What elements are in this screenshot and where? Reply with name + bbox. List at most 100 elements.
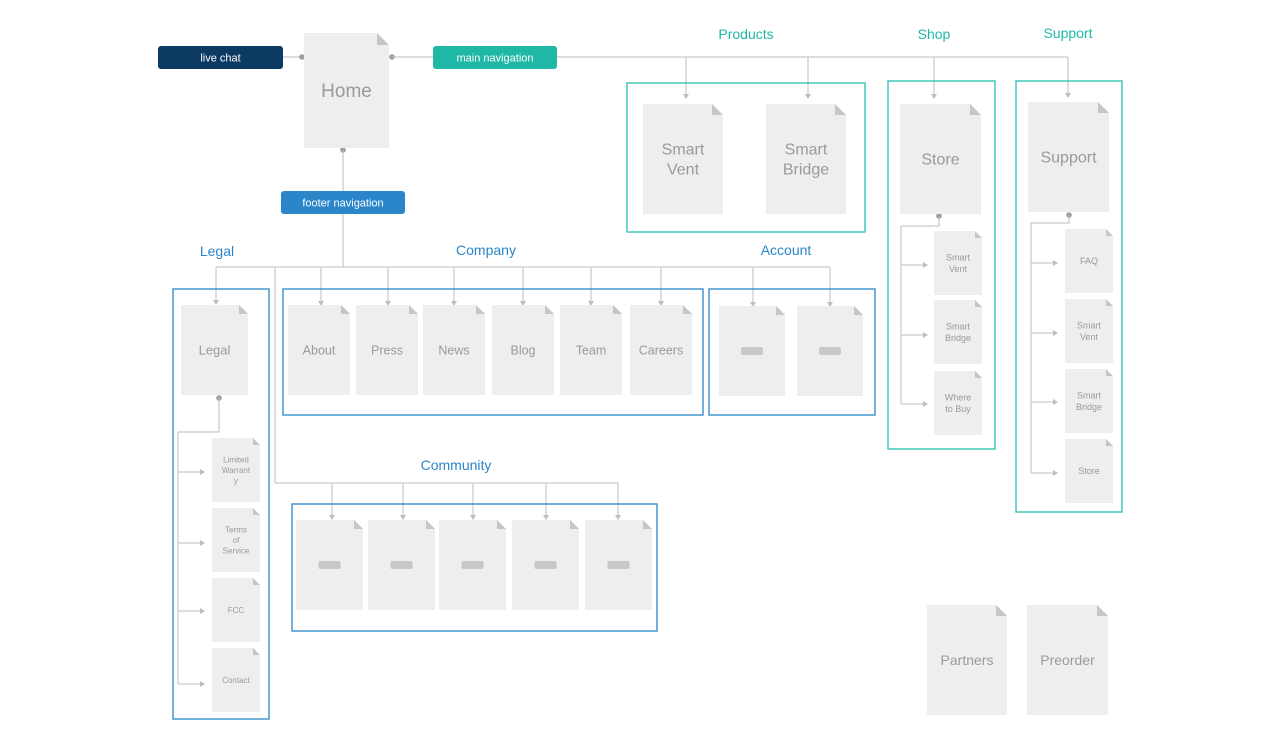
arrow-down-icon [385,301,391,306]
page-fold-icon [613,305,622,314]
page-sheet [492,305,554,395]
home-page[interactable]: Home [304,33,389,148]
community-page[interactable] [585,520,652,610]
page-sheet [934,231,982,295]
page-label: Partners [941,652,994,668]
page-label: FAQ [1080,256,1098,266]
footer-navigation-button-bg [281,191,405,214]
shop-group [887,80,996,450]
page-fold-icon [253,438,260,445]
page-fold-icon [341,305,350,314]
page-label: Limited [223,455,249,464]
legal-subpage[interactable]: FCC [212,578,260,642]
page-sheet [1065,369,1113,433]
redacted-label [741,347,763,355]
page-label: Contact [222,676,250,685]
page-fold-icon [854,306,863,315]
page-sheet [1027,605,1108,715]
support-subpage[interactable]: Store [1065,439,1113,503]
products-group [626,82,866,233]
page-fold-icon [1098,102,1109,113]
account-page[interactable] [719,306,785,396]
page-label: Smart [1077,320,1102,330]
redacted-label [318,561,341,569]
page-sheet [560,305,622,395]
account-page[interactable] [797,306,863,396]
arrow-down-icon [615,515,621,520]
company-page[interactable]: News [423,305,485,395]
community-page[interactable] [512,520,579,610]
page-sheet [1065,439,1113,503]
preorder-page[interactable]: Preorder [1027,605,1108,715]
products-title: Products [718,26,773,42]
legal-subpage[interactable]: Contact [212,648,260,712]
community-group [291,503,658,632]
company-page[interactable]: Careers [630,305,692,395]
page-label: Preorder [1040,652,1095,668]
support-title: Support [1043,25,1092,41]
page-sheet [1065,299,1113,363]
page-label: FCC [228,606,245,615]
community-page[interactable] [296,520,363,610]
company-page[interactable]: About [288,305,350,395]
page-fold-icon [253,648,260,655]
arrow-down-icon [750,302,756,307]
live-chat-button-label: live chat [200,53,240,65]
legal-page[interactable]: Legal [181,305,248,395]
arrow-right-icon [1053,470,1058,476]
page-label: y [234,476,238,485]
arrow-right-icon [1053,330,1058,336]
company-group [282,288,704,416]
live-chat-button[interactable]: live chat [158,46,283,69]
main-navigation-button-label: main navigation [456,53,533,65]
page-fold-icon [570,520,579,529]
page-fold-icon [975,231,982,238]
community-page[interactable] [368,520,435,610]
partners-page[interactable]: Partners [927,605,1007,715]
page-fold-icon [1106,299,1113,306]
arrow-down-icon [658,301,664,306]
footer-navigation-button[interactable]: footer navigation [281,191,405,214]
shop-title: Shop [918,26,951,42]
company-page[interactable]: Press [356,305,418,395]
main-navigation-button[interactable]: main navigation [433,46,557,69]
page-label: Warrant [222,466,251,475]
page-fold-icon [835,104,846,115]
page-label: Team [576,343,607,357]
page-label: of [233,536,240,545]
page-sheet [212,508,260,572]
group-boxes [172,80,1123,720]
page-fold-icon [253,508,260,515]
community-page[interactable] [439,520,506,610]
community-title: Community [421,457,492,473]
arrow-down-icon [451,301,457,306]
page-fold-icon [426,520,435,529]
support-subpage[interactable]: FAQ [1065,229,1113,293]
connector-line [900,216,940,404]
legal-group [172,288,270,720]
arrow-right-icon [200,540,205,546]
arrow-down-icon [827,302,833,307]
arrow-down-icon [329,515,335,520]
connector-dot [299,54,305,60]
arrow-down-icon [213,300,219,305]
redacted-label [390,561,413,569]
page-label: Home [321,81,372,102]
arrow-right-icon [923,262,928,268]
support-page[interactable]: Support [1028,102,1109,212]
page-label: Bridge [945,333,971,343]
company-page[interactable]: Team [560,305,622,395]
page-label: Bridge [783,162,829,179]
company-page[interactable]: Blog [492,305,554,395]
shop-store-page[interactable]: Store [900,104,981,214]
page-label: Legal [199,343,231,358]
